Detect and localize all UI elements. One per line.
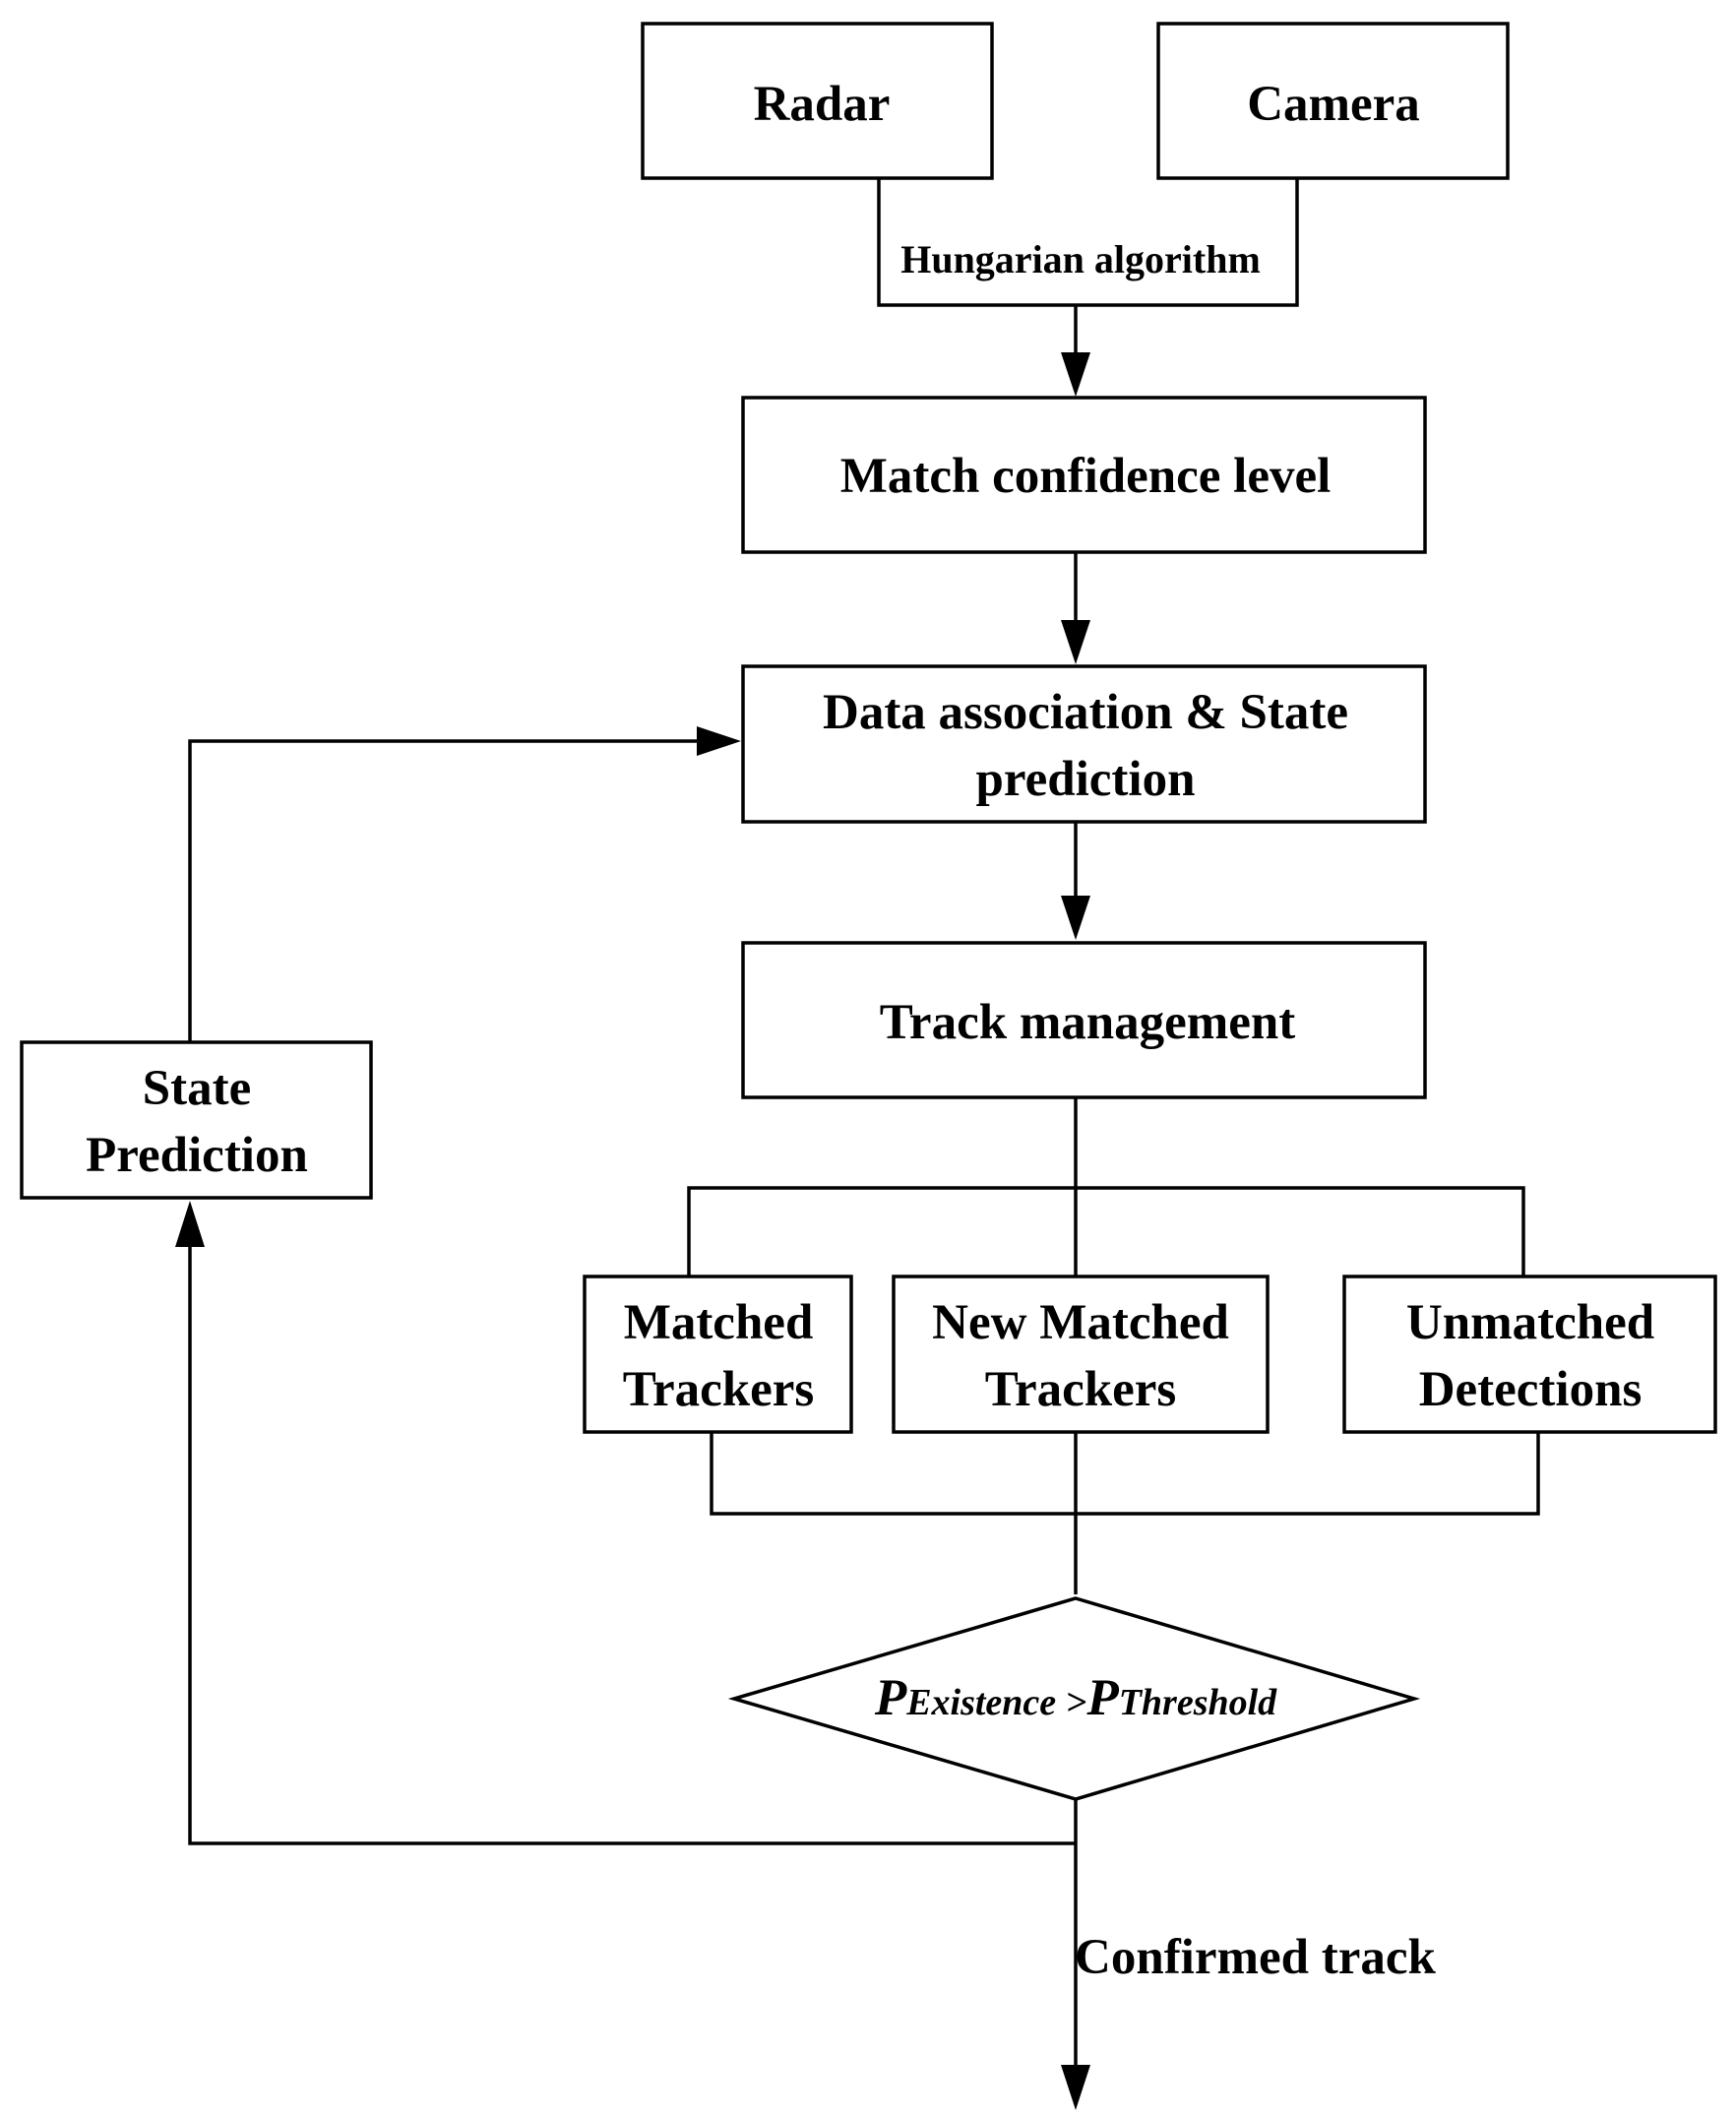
arrow-to-state-prediction — [175, 1201, 205, 1247]
hungarian-algorithm-label: Hungarian algorithm — [900, 237, 1261, 281]
p-existence-symbol: P — [874, 1669, 907, 1726]
camera-label: Camera — [1247, 77, 1420, 132]
greater-than-symbol: > — [1056, 1682, 1086, 1723]
state-prediction-label-line2: Prediction — [86, 1128, 308, 1183]
outcome-join-bar — [710, 1432, 1540, 1516]
match-confidence-box — [741, 396, 1427, 554]
matched-trackers-label-line1: Matched — [624, 1295, 814, 1350]
unmatched-detections-label-line2: Detections — [1419, 1362, 1643, 1417]
track-management-box — [741, 941, 1427, 1099]
arrow-confirmed-track — [1061, 2065, 1090, 2110]
data-association-label-line1: Data association & State — [823, 685, 1348, 740]
match-confidence-label: Match confidence level — [840, 449, 1332, 504]
p-threshold-subscript: Threshold — [1119, 1682, 1277, 1723]
radar-label: Radar — [754, 77, 891, 132]
p-threshold-symbol: P — [1085, 1669, 1119, 1726]
state-to-assoc-connector — [188, 739, 699, 1042]
matched-trackers-box — [583, 1275, 853, 1434]
state-prediction-box — [20, 1040, 373, 1200]
arrow-to-match — [1061, 352, 1090, 397]
matched-trackers-label-line2: Trackers — [623, 1362, 815, 1417]
arrow-to-assoc — [1061, 620, 1090, 664]
camera-box — [1156, 22, 1510, 180]
new-matched-trackers-label-line2: Trackers — [985, 1362, 1177, 1417]
new-matched-trackers-box — [892, 1275, 1270, 1434]
confirmed-track-label: Confirmed track — [1075, 1930, 1436, 1985]
track-split-bar — [687, 1186, 1525, 1276]
unmatched-detections-box — [1342, 1275, 1717, 1434]
track-management-label: Track management — [880, 995, 1296, 1050]
arrow-state-to-assoc — [697, 726, 741, 756]
arrow-to-track — [1061, 896, 1090, 940]
existence-threshold-decision — [727, 1596, 1421, 1801]
new-matched-trackers-label-line1: New Matched — [932, 1295, 1229, 1350]
unmatched-detections-label-line1: Unmatched — [1406, 1295, 1654, 1350]
radar-box — [641, 22, 994, 180]
state-prediction-label-line1: State — [143, 1061, 251, 1116]
data-association-box — [741, 664, 1427, 824]
feedback-loop-connector — [188, 1245, 1076, 1845]
p-existence-subscript: Existence — [905, 1682, 1056, 1723]
radar-camera-merge-connector — [877, 178, 1299, 307]
decision-condition-label: PExistence >PThreshold — [874, 1669, 1277, 1726]
data-association-label-line2: prediction — [976, 752, 1196, 807]
